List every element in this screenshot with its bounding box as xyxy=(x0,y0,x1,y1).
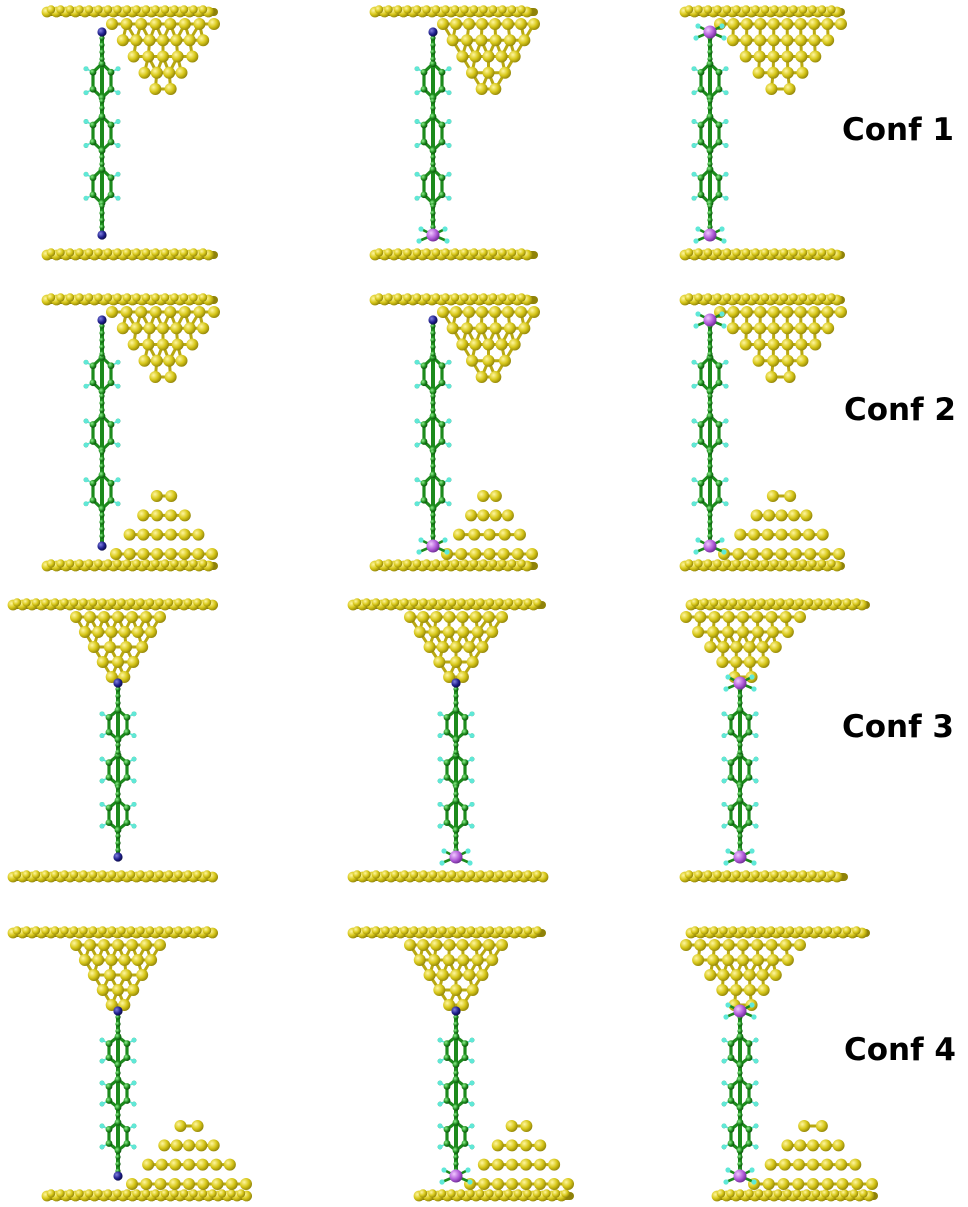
junction-panel xyxy=(7,598,218,883)
junction-panel xyxy=(369,5,540,261)
junction-panel xyxy=(347,598,549,883)
gold-cluster xyxy=(106,18,220,95)
molecule-chain xyxy=(721,1002,759,1185)
molecule-chain xyxy=(691,23,729,244)
conf-label: Conf 2 xyxy=(844,392,956,428)
gold-slab xyxy=(7,926,218,939)
gold-slab xyxy=(685,598,870,611)
conf-label: Conf 4 xyxy=(844,1032,956,1068)
gold-slab xyxy=(679,5,845,18)
gold-cluster xyxy=(126,1120,252,1190)
molecule-chain xyxy=(721,674,759,866)
molecule-chain xyxy=(437,678,475,866)
gold-slab xyxy=(679,248,845,261)
junction-panel xyxy=(680,926,878,1202)
gold-cluster xyxy=(437,306,540,383)
gold-slab xyxy=(679,293,845,306)
gold-slab xyxy=(347,598,546,611)
conf-row-1 xyxy=(41,5,847,261)
gold-slab xyxy=(41,293,218,306)
gold-slab xyxy=(41,5,218,18)
gold-cluster xyxy=(714,306,847,383)
gold-slab xyxy=(685,926,870,939)
gold-cluster xyxy=(441,490,538,560)
conf-label: Conf 1 xyxy=(842,112,954,148)
gold-cluster xyxy=(464,1120,574,1190)
junction-panel xyxy=(347,926,574,1202)
molecule-chain xyxy=(99,1006,137,1181)
gold-slab xyxy=(41,559,218,572)
gold-cluster xyxy=(70,611,166,683)
gold-cluster xyxy=(718,490,845,560)
junction-panel xyxy=(41,293,220,572)
gold-cluster xyxy=(714,18,847,95)
molecule-chain xyxy=(83,27,121,240)
gold-cluster xyxy=(680,939,806,1011)
gold-cluster xyxy=(680,611,806,683)
gold-cluster xyxy=(70,939,166,1011)
molecule-chain xyxy=(83,315,121,551)
gold-slab xyxy=(369,293,538,306)
junction-panel xyxy=(369,293,540,572)
gold-slab xyxy=(347,870,549,883)
gold-slab xyxy=(369,559,538,572)
gold-slab xyxy=(711,1189,878,1202)
junction-panel xyxy=(679,293,847,572)
molecule-chain xyxy=(99,678,137,862)
molecule-chain xyxy=(414,315,452,555)
conf-row-4 xyxy=(7,926,878,1202)
junction-panel xyxy=(7,926,252,1202)
gold-slab xyxy=(369,5,538,18)
gold-cluster xyxy=(404,939,508,1011)
conf-label: Conf 3 xyxy=(842,709,954,745)
gold-cluster xyxy=(748,1120,878,1190)
gold-slab xyxy=(413,1189,574,1202)
junction-panel xyxy=(679,598,870,883)
gold-slab xyxy=(41,1189,252,1202)
gold-slab xyxy=(7,598,218,611)
molecule-chain xyxy=(414,27,452,244)
gold-slab xyxy=(41,248,218,261)
gold-slab xyxy=(679,559,845,572)
gold-slab xyxy=(7,870,218,883)
conf-row-3 xyxy=(7,598,870,883)
conf-row-2 xyxy=(41,293,847,572)
gold-slab xyxy=(369,248,538,261)
gold-slab xyxy=(347,926,546,939)
molecule-chain xyxy=(437,1006,475,1185)
gold-cluster xyxy=(106,306,220,383)
junction-panel xyxy=(41,5,220,261)
junction-panel xyxy=(679,5,847,261)
gold-cluster xyxy=(437,18,540,95)
gold-cluster xyxy=(110,490,218,560)
gold-cluster xyxy=(404,611,508,683)
gold-slab xyxy=(679,870,848,883)
molecule-chain xyxy=(691,311,729,555)
